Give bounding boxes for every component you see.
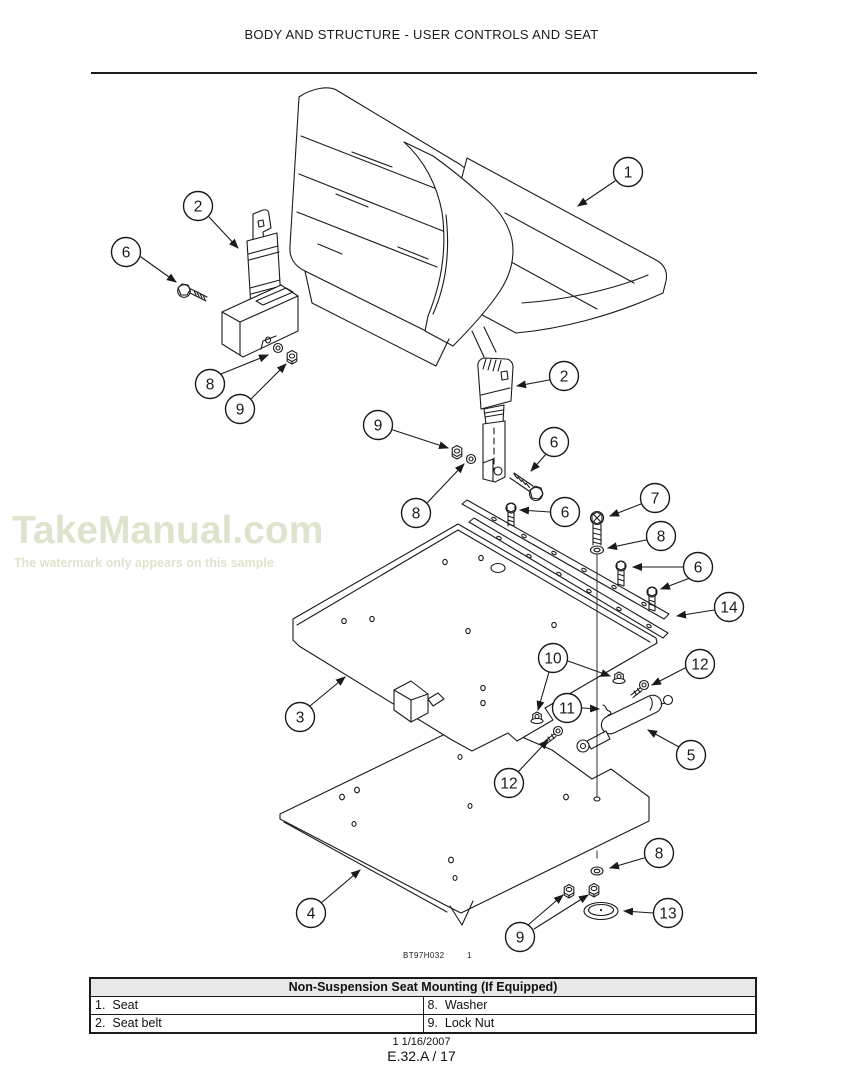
svg-text:10: 10: [544, 651, 562, 668]
svg-text:8: 8: [655, 846, 664, 863]
svg-text:8: 8: [412, 506, 421, 523]
legend-cell-lock-nut: 9. Lock Nut: [422, 1014, 757, 1034]
svg-text:8: 8: [657, 529, 666, 546]
svg-text:12: 12: [691, 657, 708, 674]
callout-11: 11: [551, 692, 600, 724]
svg-text:13: 13: [659, 906, 676, 923]
svg-text:6: 6: [122, 245, 131, 262]
callout-2: 2: [516, 360, 580, 392]
legend-cell-seat-belt: 2. Seat belt: [89, 1014, 424, 1034]
legend-row-1: 1. Seat 8. Washer: [89, 996, 757, 1015]
long-bolt-7: [589, 510, 605, 802]
callout-9: 9: [224, 363, 287, 425]
callout-14: 14: [676, 591, 745, 623]
seat-belt-retractor: [177, 209, 299, 365]
legend-row-2: 2. Seat belt 9. Lock Nut: [89, 1014, 757, 1034]
legend-cell-washer: 8. Washer: [422, 996, 757, 1015]
figure-sheet-number: 1: [467, 951, 472, 960]
svg-text:6: 6: [550, 435, 559, 452]
svg-text:2: 2: [560, 369, 569, 386]
svg-text:9: 9: [374, 418, 383, 435]
callout-8: 8: [194, 354, 269, 400]
callout-8: 8: [400, 463, 465, 529]
svg-text:6: 6: [694, 560, 703, 577]
footer-page-reference: E.32.A / 17: [387, 1048, 456, 1064]
svg-text:14: 14: [720, 600, 738, 617]
svg-text:6: 6: [561, 505, 570, 522]
callout-12: 12: [651, 648, 716, 686]
figure-code: BT97H032: [403, 951, 445, 960]
callout-9: 9: [362, 409, 449, 450]
svg-text:5: 5: [687, 748, 696, 765]
callout-13: 13: [623, 897, 684, 929]
callout-8: 8: [609, 837, 675, 870]
callout-8: 8: [607, 520, 677, 552]
page-header-title: BODY AND STRUCTURE - USER CONTROLS AND S…: [244, 27, 599, 42]
legend-table: Non-Suspension Seat Mounting (If Equippe…: [89, 977, 757, 1034]
flange-nuts-10: [530, 671, 626, 725]
svg-text:7: 7: [651, 491, 660, 508]
watermark-text: TakeManual.com: [12, 509, 324, 552]
svg-text:3: 3: [296, 710, 305, 727]
legend-table-title: Non-Suspension Seat Mounting (If Equippe…: [89, 977, 757, 997]
svg-text:8: 8: [206, 377, 215, 394]
callout-4: 4: [295, 869, 361, 929]
gas-strut: [576, 694, 674, 753]
callout-9: 9: [504, 894, 589, 953]
svg-text:1: 1: [624, 165, 633, 182]
svg-text:9: 9: [516, 930, 525, 947]
screws-12: [544, 679, 650, 745]
svg-text:2: 2: [194, 199, 203, 216]
bolt-pair-6: [615, 560, 658, 612]
seat-belt-buckle: [451, 357, 544, 502]
bumper-cap-13: [583, 901, 619, 921]
callout-12: 12: [493, 739, 549, 799]
callout-1: 1: [577, 156, 644, 207]
callout-3: 3: [284, 676, 346, 733]
callout-2: 2: [182, 190, 239, 249]
callout-10: 10: [536, 642, 611, 711]
spring-pin-11: [602, 704, 612, 716]
callout-6: 6: [519, 496, 581, 528]
footer-date: 1 1/16/2007: [392, 1036, 451, 1048]
header-rule: [91, 72, 757, 74]
bottom-washer-8: [590, 850, 604, 876]
exploded-seat-diagram: BT97H032 1 12689296867861431012115124891…: [110, 87, 745, 960]
svg-text:9: 9: [236, 402, 245, 419]
seat-illustration: [289, 87, 668, 367]
callout-5: 5: [647, 729, 707, 771]
watermark-subtitle: The watermark only appears on this sampl…: [14, 556, 274, 570]
svg-text:4: 4: [307, 906, 316, 923]
bolt-on-rail: [505, 502, 517, 527]
callout-7: 7: [609, 482, 671, 517]
svg-text:11: 11: [559, 701, 575, 718]
svg-text:12: 12: [500, 776, 517, 793]
bottom-lock-nuts-9: [563, 882, 600, 899]
callout-6: 6: [530, 426, 570, 472]
callout-6: 6: [110, 236, 177, 283]
callout-6: 6: [632, 551, 714, 590]
legend-cell-seat: 1. Seat: [89, 996, 424, 1015]
upper-mounting-plate: [292, 523, 658, 752]
footer-rule: [89, 1032, 757, 1034]
